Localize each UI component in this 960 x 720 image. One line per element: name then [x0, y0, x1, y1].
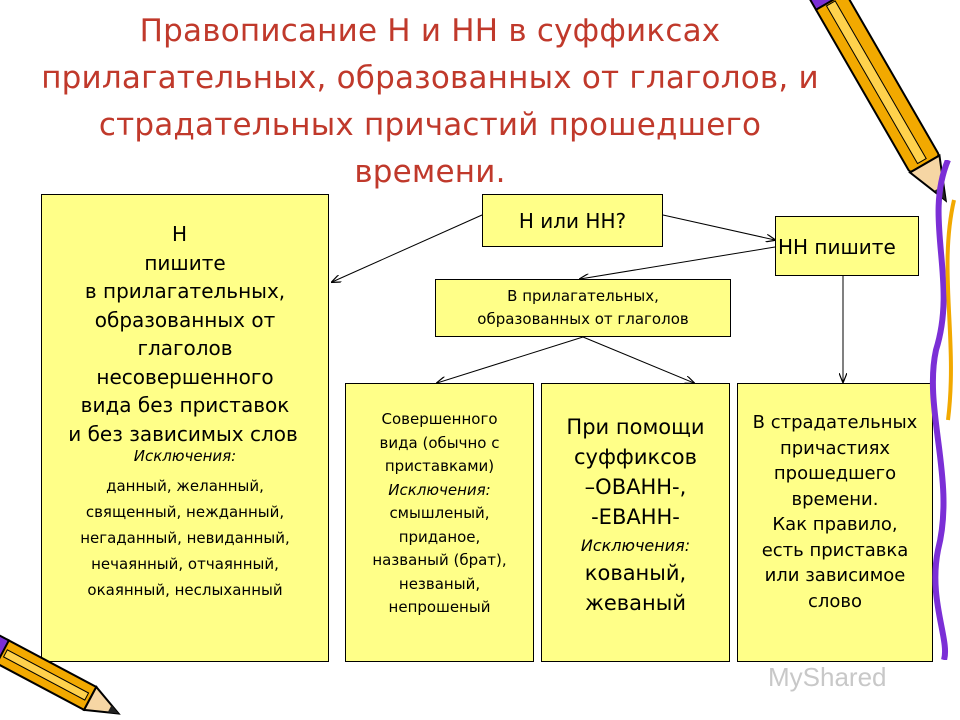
participles-line: причастиях [779, 437, 891, 459]
middle-box-line: образованных от глаголов [477, 310, 689, 328]
adjectives-from-verbs-box: В прилагательных, образованных от глагол… [435, 279, 731, 337]
arrow-to-left-box [332, 214, 483, 282]
perfective-line: приставками) [384, 457, 495, 475]
suffix-line: При помощи [566, 415, 705, 439]
suffix-box: При помощи суффиксов –ОВАНН-, -ЕВАНН- Ис… [541, 383, 730, 662]
left-box-exception: данный, желанный, [106, 477, 264, 495]
participles-line: слово [807, 590, 863, 612]
title-line-1: Правописание Н и НН в суффиксах [139, 13, 721, 49]
perfective-exception: названый (брат), [372, 551, 507, 569]
left-box-line: пишите [144, 250, 226, 275]
perfective-exception: незваный, [398, 574, 481, 593]
perfective-exception: приданое, [398, 527, 481, 546]
question-text: Н или НН? [518, 209, 627, 233]
suffix-line: -ЕВАНН- [591, 505, 680, 529]
left-box-exception: нечаянный, отчаянный, [91, 555, 279, 573]
participles-line: В страдательных [752, 412, 918, 433]
middle-box-line: В прилагательных, [507, 287, 659, 305]
suffix-exception: кованый, [584, 561, 687, 585]
watermark: MyShared [768, 662, 887, 692]
suffix-line: –ОВАНН-, [584, 475, 687, 499]
perfective-exception: смышленый, [389, 504, 490, 522]
participles-box: В страдательных причастиях прошедшего вр… [737, 383, 933, 662]
title-line-4: времени. [354, 154, 506, 190]
left-box-exception: негаданный, невиданный, [80, 529, 290, 547]
arrow-to-right-box [662, 214, 775, 240]
suffix-line: суффиксов [574, 445, 697, 469]
perfective-line: Совершенного [381, 410, 498, 428]
arrow-to-suffix [582, 336, 694, 383]
pencil-icon [0, 632, 121, 715]
arrow-to-middle-box [580, 246, 776, 279]
perfective-line: вида (обычно с [379, 433, 500, 452]
perfective-exception: непрошеный [388, 598, 491, 616]
title-line-2: прилагательных, образованных от глаголов… [41, 60, 819, 96]
participles-line: или зависимое [764, 565, 906, 586]
participles-line: Как правило, [772, 514, 898, 535]
participles-line: есть приставка [761, 539, 909, 561]
nn-rule-box: НН пишите [775, 216, 919, 276]
arrow-to-perfective [437, 336, 584, 383]
left-box-line: Н [172, 222, 188, 246]
perfective-box: Совершенного вида (обычно с приставками)… [345, 383, 534, 662]
suffix-exceptions-label: Исключения: [580, 536, 691, 555]
question-box: Н или НН? [482, 194, 663, 247]
suffix-exception: жеваный [584, 591, 687, 615]
participles-line: времени. [791, 488, 879, 510]
left-box-line: вида без приставок [80, 393, 290, 417]
participles-line: прошедшего [773, 463, 897, 484]
left-box-exception: окаянный, неслыханный [87, 581, 283, 599]
left-box-exceptions-label: Исключения: [133, 447, 237, 465]
left-box-line: глаголов [137, 336, 233, 360]
left-box-line: в прилагательных, [84, 279, 286, 303]
nn-rule-text: НН пишите [778, 235, 896, 259]
left-box-exception: священный, нежданный, [85, 503, 285, 521]
left-box-line: образованных от [94, 307, 276, 332]
page-title: Правописание Н и НН в суффиксах прилагат… [0, 8, 860, 196]
left-box-line: несовершенного [96, 364, 274, 389]
perfective-exceptions-label: Исключения: [388, 480, 491, 499]
title-line-3: страдательных причастий прошедшего [98, 107, 762, 143]
scribble-decoration [929, 160, 956, 660]
pencil-icon [804, 0, 948, 203]
left-box-n-rule: Н пишите в прилагательных, образованных … [41, 194, 329, 662]
left-box-line: и без зависимых слов [68, 421, 298, 446]
